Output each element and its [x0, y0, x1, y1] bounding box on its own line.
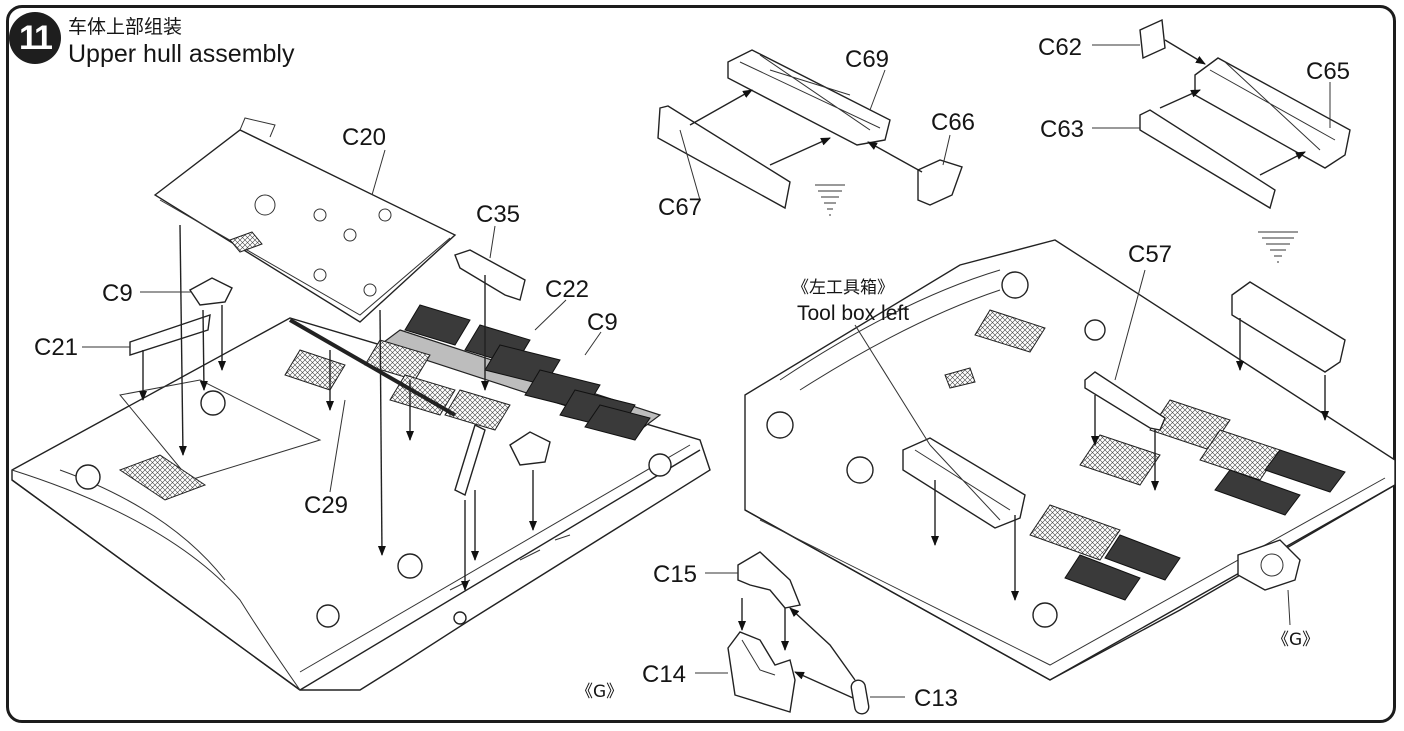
label-c22: C22	[545, 276, 589, 303]
right-hull-assembly	[744, 239, 1396, 681]
part-c21	[129, 313, 211, 356]
step-number-badge: 11	[9, 12, 61, 64]
step-title-chinese: 车体上部组装	[68, 16, 183, 38]
label-c9-left: C9	[102, 280, 133, 307]
part-c57	[1084, 371, 1166, 431]
callout-ref-g-bottom: 《G》	[576, 682, 623, 702]
step-title-english: Upper hull assembly	[68, 40, 295, 68]
fitting-g-placed	[1237, 539, 1301, 591]
label-c13: C13	[914, 685, 958, 712]
label-c66: C66	[931, 109, 975, 136]
label-c63: C63	[1040, 116, 1084, 143]
g-fitting-subassembly	[695, 551, 905, 715]
part-c35	[454, 249, 526, 301]
c20-lifting-eyes	[254, 194, 392, 297]
part-c20-deck	[153, 117, 457, 323]
label-c35: C35	[476, 201, 520, 228]
callout-toolbox-chinese: 《左工具箱》	[792, 278, 894, 298]
label-c65: C65	[1306, 58, 1350, 85]
down-arrow-hatch-right	[1258, 231, 1298, 263]
label-c69: C69	[845, 46, 889, 73]
label-c62: C62	[1038, 34, 1082, 61]
left-assembly-arrows	[139, 224, 537, 591]
toolbox-c65-group	[1092, 18, 1351, 263]
callout-ref-g-right: 《G》	[1272, 630, 1319, 650]
toolbox-left-placed	[902, 437, 1026, 529]
toolbox-c69-group	[657, 49, 963, 216]
label-c14: C14	[642, 661, 686, 688]
right-hull-grilles	[944, 309, 1346, 601]
part-c29-rod	[289, 318, 456, 417]
label-c9-right: C9	[587, 309, 618, 336]
label-c21: C21	[34, 334, 78, 361]
left-hull-hatches	[75, 390, 672, 628]
label-c57: C57	[1128, 241, 1172, 268]
label-c29: C29	[304, 492, 348, 519]
label-c67: C67	[658, 194, 702, 221]
right-hull-hatches	[766, 271, 1106, 628]
label-c20: C20	[342, 124, 386, 151]
callout-toolbox-english: Tool box left	[797, 302, 909, 325]
down-arrow-hatch-center	[815, 184, 845, 216]
part-c9-right	[509, 431, 551, 466]
label-c15: C15	[653, 561, 697, 588]
page-frame	[6, 5, 1396, 723]
part-c9-left	[188, 277, 233, 306]
toolbox-right-placed	[1231, 281, 1346, 373]
part-c22-rail	[454, 424, 486, 496]
left-leader-lines	[82, 149, 602, 493]
